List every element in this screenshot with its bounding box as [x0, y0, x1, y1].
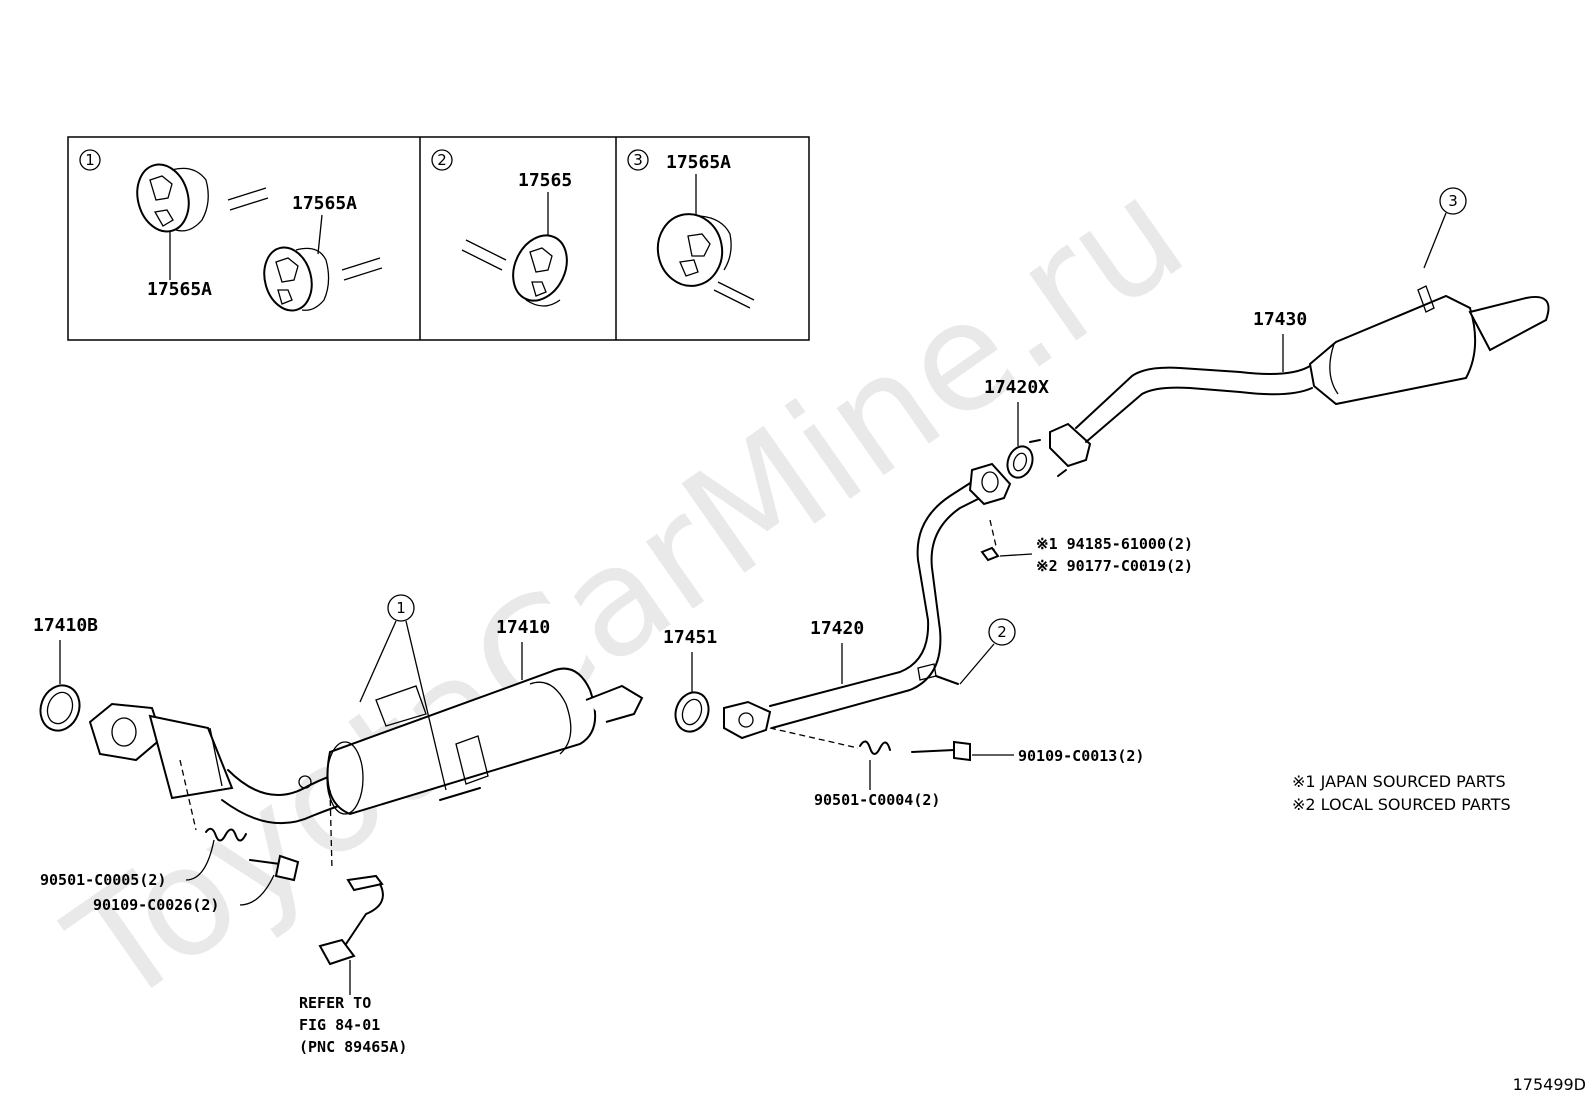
callout-3: 3 [1448, 192, 1458, 210]
label-17420: 17420 [810, 618, 864, 639]
oxygen-sensor [318, 874, 384, 966]
label-17420X: 17420X [984, 377, 1049, 398]
label-90501-C0004: 90501-C0004(2) [814, 791, 940, 809]
figure-code: 175499D [1513, 1075, 1586, 1094]
bolt-90109-C0013 [911, 740, 971, 762]
refer-line3: (PNC 89465A) [299, 1038, 407, 1056]
gasket-17451 [674, 691, 710, 733]
hanger-rubber-icon [512, 234, 568, 307]
center-pipe-17420 [723, 462, 1012, 740]
refer-line1: REFER TO [299, 994, 371, 1012]
panel1-label-a: 17565A [147, 279, 212, 300]
label-90109-C0026: 90109-C0026(2) [93, 896, 219, 914]
gasket-17410B [39, 684, 81, 732]
tailpipe-muffler-17430 [1029, 285, 1550, 477]
callout-2: 2 [997, 623, 1007, 641]
label-17410B: 17410B [33, 615, 98, 636]
hanger-inset: 1 17565A 17565A 2 17565 3 [67, 136, 810, 341]
legend-japan: ※1 JAPAN SOURCED PARTS [1292, 772, 1506, 791]
panel1-marker: 1 [85, 151, 95, 169]
panel3-marker: 3 [633, 151, 643, 169]
label-90501-C0005: 90501-C0005(2) [40, 871, 166, 889]
spring-90501-C0005 [205, 827, 247, 842]
panel1-label-b: 17565A [292, 193, 357, 214]
hanger-rubber-icon [656, 213, 732, 287]
legend-local: ※2 LOCAL SOURCED PARTS [1292, 795, 1511, 814]
bolt-90109-C0026 [249, 854, 300, 882]
refer-line2: FIG 84-01 [299, 1016, 380, 1034]
label-17430: 17430 [1253, 309, 1307, 330]
label-nut-local: ※2 90177-C0019(2) [1036, 557, 1193, 575]
label-90109-C0013: 90109-C0013(2) [1018, 747, 1144, 765]
spring-90501-C0004 [859, 740, 891, 755]
label-nut-japan: ※1 94185-61000(2) [1036, 535, 1193, 553]
hanger-rubber-icon [136, 163, 209, 233]
front-pipe-converter-17410 [88, 667, 644, 825]
hanger-rubber-icon [263, 246, 330, 312]
label-17410: 17410 [496, 617, 550, 638]
nut-icon [980, 546, 1000, 562]
panel3-label: 17565A [666, 152, 731, 173]
panel2-marker: 2 [437, 151, 447, 169]
gasket-17420X [1006, 445, 1034, 479]
label-17451: 17451 [663, 627, 717, 648]
panel2-label: 17565 [518, 170, 572, 191]
callout-1: 1 [396, 599, 406, 617]
